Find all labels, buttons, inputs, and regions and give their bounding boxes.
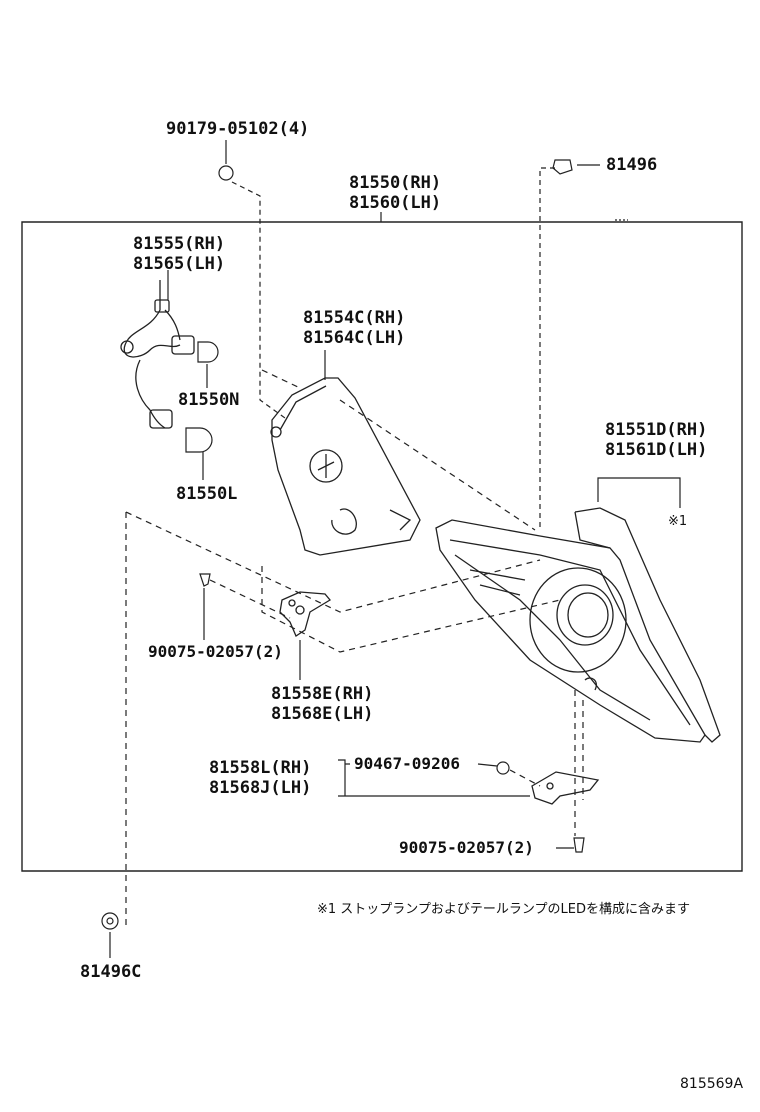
note-reference-mark: ※1: [668, 514, 688, 529]
footnote: ※1 ストップランプおよびテールランプのLEDを構成に含みます: [317, 902, 690, 917]
part-label-clip: 90467-09206: [354, 754, 460, 773]
bolt-90179-icon: [218, 165, 234, 181]
part-label-lower-rh: 81558L(RH): [209, 758, 312, 778]
assembly-frame: [21, 221, 743, 872]
part-label-81496: 81496: [606, 155, 658, 175]
part-label-bulb-l: 81550L: [176, 484, 238, 504]
part-label-lower-lh: 81568J(LH): [209, 778, 312, 798]
part-label-bulb-n: 81550N: [178, 390, 240, 410]
screw-a: [199, 573, 211, 587]
screw-b: [573, 837, 585, 853]
part-label-assy-rh: 81550(RH): [349, 173, 442, 193]
clip-81496-dash: [539, 167, 555, 530]
part-label-lens-rh: 81551D(RH): [605, 420, 708, 440]
part-label-lens-lh: 81561D(LH): [605, 440, 708, 460]
part-label-bracket-rh: 81558E(RH): [271, 684, 374, 704]
part-label-bracket-lh: 81568E(LH): [271, 704, 374, 724]
clip-90467: [496, 761, 510, 775]
bracket-lower: [531, 771, 600, 805]
part-label-cover-rh: 81554C(RH): [303, 308, 406, 328]
part-label-assy-lh: 81560(LH): [349, 193, 442, 213]
part-label-socket-rh: 81555(RH): [133, 234, 226, 254]
part-label-screw-a: 90075-02057(2): [148, 642, 283, 661]
part-label-screw-b: 90075-02057(2): [399, 838, 534, 857]
clip-81496c-icon: [101, 912, 119, 930]
bulb-l: [185, 427, 213, 453]
diagram-id: 815569A: [680, 1076, 744, 1092]
part-label-90179: 90179-05102(4): [166, 119, 310, 139]
clip-81496-icon: [552, 159, 573, 175]
bolt-dash: [231, 181, 286, 419]
lens-leader-bracket: [597, 477, 681, 508]
tail-lamp-lens: [435, 507, 721, 743]
socket-cover: [270, 377, 421, 556]
part-label-81496c: 81496C: [80, 962, 142, 982]
bracket-upper: [279, 591, 331, 637]
part-label-socket-lh: 81565(LH): [133, 254, 226, 274]
bulb-n: [197, 341, 219, 363]
lower-leader: [338, 759, 530, 797]
socket-wiring: [120, 280, 195, 429]
part-label-cover-lh: 81564C(LH): [303, 328, 406, 348]
clip-leader: [477, 763, 498, 767]
